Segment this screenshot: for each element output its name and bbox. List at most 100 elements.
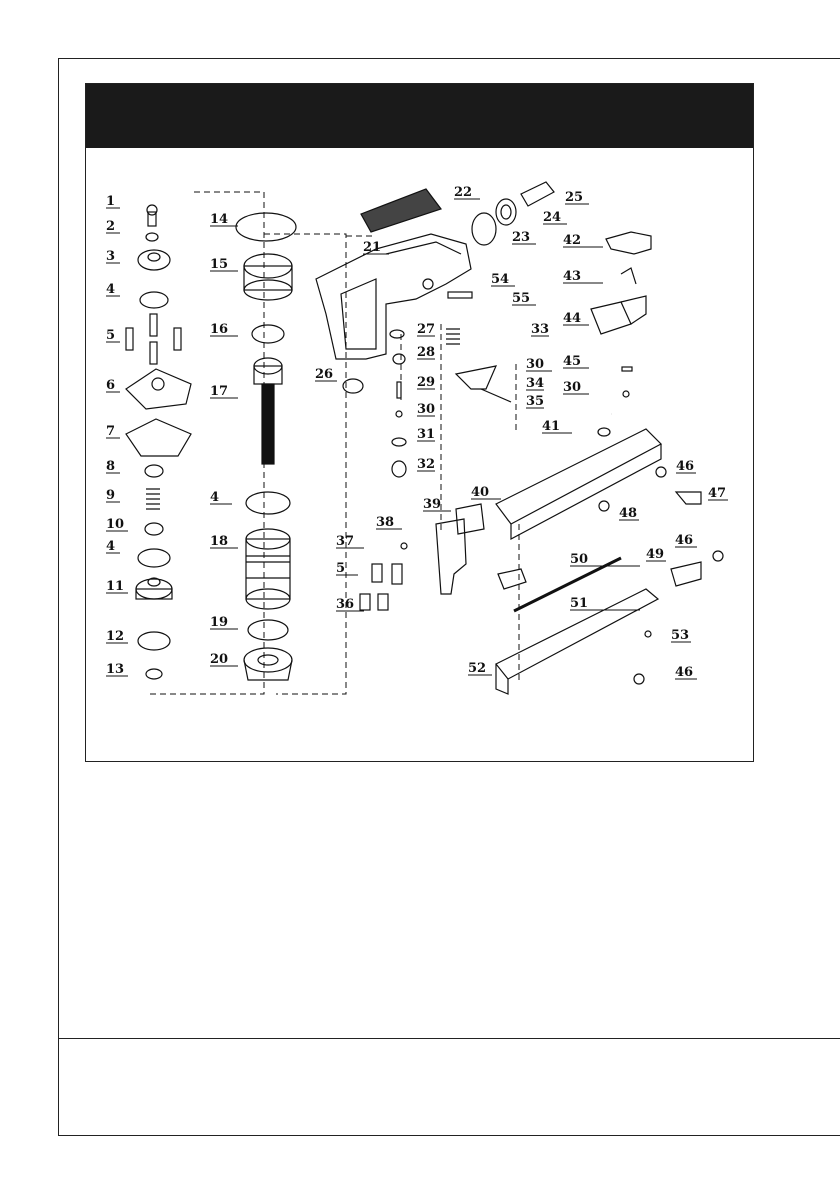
callout-50: 50	[570, 552, 588, 567]
part-8-disc	[145, 465, 163, 477]
part-13-oring	[146, 669, 162, 679]
callout-30: 30	[417, 402, 435, 417]
callout-22: 22	[454, 185, 472, 200]
callout-47: 47	[708, 486, 726, 501]
part-25-air-fitting	[521, 182, 554, 206]
part-46-screw-b	[713, 551, 723, 561]
callout-48: 48	[619, 506, 637, 521]
part-18-cylinder	[246, 529, 290, 609]
callout-12: 12	[106, 629, 124, 644]
part-28-sleeve	[393, 354, 405, 364]
callout-28: 28	[417, 345, 435, 360]
part-42-latch	[606, 232, 651, 254]
callout-35: 35	[526, 394, 544, 409]
part-5-bolts-lower	[372, 564, 402, 584]
part-46-screw-c	[634, 674, 644, 684]
callout-32: 32	[417, 457, 435, 472]
callout-53: 53	[671, 628, 689, 643]
part-29-pin	[397, 382, 401, 398]
callout-37: 37	[336, 534, 354, 549]
part-10-oring	[145, 523, 163, 535]
callout-7: 7	[106, 424, 115, 439]
part-46-screw-a	[656, 467, 666, 477]
part-2-washer	[146, 233, 158, 241]
part-30-ball	[396, 411, 402, 417]
part-50-pusher	[498, 569, 526, 589]
callout-26: 26	[315, 367, 333, 382]
part-37-washer	[401, 543, 407, 549]
part-17-piston-driver	[254, 358, 282, 464]
callout-8: 8	[106, 459, 115, 474]
part-16-oring	[252, 325, 284, 343]
part-45-pin	[622, 367, 632, 371]
part-14-oring-large	[236, 213, 296, 241]
callout-42: 42	[563, 233, 581, 248]
part-12-oring	[138, 632, 170, 650]
part-36-bolts	[360, 594, 388, 610]
part-27-washer	[390, 330, 404, 338]
callout-15: 15	[210, 257, 228, 272]
part-43-spring-clip	[621, 268, 636, 284]
callout-38: 38	[376, 515, 394, 530]
part-30-ball-right	[623, 391, 629, 397]
part-32-valve	[392, 461, 406, 477]
callout-17: 17	[210, 384, 228, 399]
callout-33: 33	[531, 322, 549, 337]
callout-18: 18	[210, 534, 228, 549]
callout-1: 1	[106, 194, 115, 209]
parts-drawing: 1 2 3 4 5 6 7 8 9 10 11 12 13 14 15 16 1…	[86, 84, 753, 761]
callout-4b: 4	[106, 539, 115, 554]
callout-30b: 30	[526, 357, 544, 372]
callout-27: 27	[417, 322, 435, 337]
exploded-parts-diagram: 1 2 3 4 5 6 7 8 9 10 11 12 13 14 15 16 1…	[85, 83, 754, 762]
part-1-screw	[147, 205, 157, 226]
callout-21: 21	[363, 240, 381, 255]
part-55-bolt	[448, 292, 472, 298]
part-4-oring-lower	[246, 492, 290, 514]
callout-3: 3	[106, 249, 115, 264]
part-4-oring-mid	[138, 549, 170, 567]
callout-43: 43	[563, 269, 581, 284]
part-49-bracket	[671, 562, 701, 586]
callout-44: 44	[563, 311, 581, 326]
part-20-bumper	[244, 648, 292, 680]
callout-46b: 46	[675, 533, 693, 548]
callout-55: 55	[512, 291, 530, 306]
part-47-bracket	[676, 492, 701, 504]
part-35-pin	[481, 389, 511, 402]
callout-5b: 5	[336, 561, 345, 576]
part-38-nose-plate	[436, 519, 466, 594]
part-48-screw	[599, 501, 609, 511]
callout-5: 5	[106, 328, 115, 343]
callout-51: 51	[570, 596, 588, 611]
part-19-oring	[248, 620, 288, 640]
callout-39: 39	[423, 497, 441, 512]
callout-2: 2	[106, 219, 115, 234]
callout-54: 54	[491, 272, 509, 287]
callout-labels: 1 2 3 4 5 6 7 8 9 10 11 12 13 14 15 16 1…	[106, 185, 726, 680]
callout-29: 29	[417, 375, 435, 390]
callout-19: 19	[210, 615, 228, 630]
callout-30c: 30	[563, 380, 581, 395]
callout-52: 52	[468, 661, 486, 676]
part-40-magazine-top	[496, 429, 661, 539]
callout-40: 40	[471, 485, 489, 500]
part-9-spring	[146, 489, 160, 509]
part-4-oring-top	[140, 292, 168, 308]
callout-45: 45	[563, 354, 581, 369]
callout-6: 6	[106, 378, 115, 393]
callout-16: 16	[210, 322, 228, 337]
part-11-piston-valve	[136, 578, 172, 599]
callout-20: 20	[210, 652, 228, 667]
part-24-endcap	[496, 199, 516, 225]
callout-14: 14	[210, 212, 228, 227]
part-53-screw	[645, 631, 651, 637]
callout-11: 11	[106, 579, 124, 594]
part-5-bolts	[126, 314, 181, 364]
part-31-oring	[392, 438, 406, 446]
callout-24: 24	[543, 210, 561, 225]
callout-41: 41	[542, 419, 560, 434]
part-34-trigger	[456, 366, 496, 389]
callout-10: 10	[106, 517, 124, 532]
part-23-oring	[472, 213, 496, 245]
